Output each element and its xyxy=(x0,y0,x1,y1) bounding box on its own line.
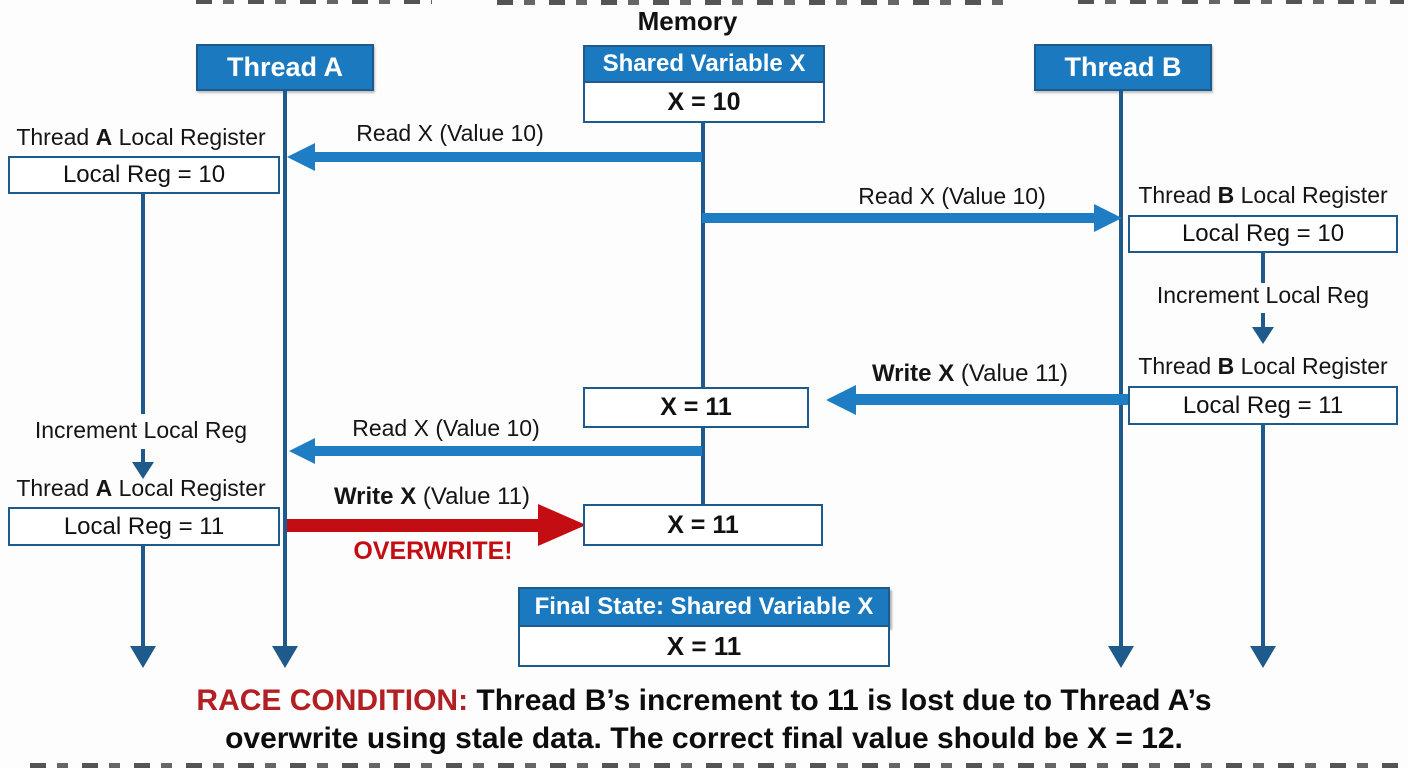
memory-x11-box-2: X = 11 xyxy=(583,504,823,546)
thread-b-register-lifeline-2 xyxy=(1261,425,1265,648)
final-state-header: Final State: Shared Variable X xyxy=(518,587,890,627)
write-b-label: Write X (Value 11) xyxy=(820,360,1120,388)
thread-b-register-arrowhead-icon xyxy=(1250,646,1276,668)
thread-b-register-label-1: Thread B Local Register xyxy=(1124,182,1402,209)
caption-line-1-rest: Thread B’s increment to 11 is lost due t… xyxy=(468,684,1212,717)
thread-a-register-label-1-prefix: Thread xyxy=(16,124,96,150)
thread-b-register-lifeline-1 xyxy=(1261,253,1265,283)
write-a-arrowhead-icon xyxy=(538,504,586,546)
screen-artifact-bottom xyxy=(30,763,1400,768)
memory-x11-box-1: X = 11 xyxy=(583,387,809,428)
thread-b-register-label-2-suffix: Local Register xyxy=(1234,353,1388,379)
thread-a-register-label-1-bold: A xyxy=(95,124,113,150)
thread-b-register-label-2-prefix: Thread xyxy=(1138,353,1218,379)
thread-b-register-label-1-suffix: Local Register xyxy=(1234,182,1388,208)
increment-a-arrow-stem xyxy=(141,449,145,464)
increment-b-arrowhead-icon xyxy=(1252,327,1274,344)
thread-a-register-lifeline-1 xyxy=(141,194,145,414)
thread-a-register-value-2: Local Reg = 11 xyxy=(8,507,280,546)
thread-b-lifeline xyxy=(1119,91,1123,647)
thread-b-register-label-2-bold: B xyxy=(1217,353,1235,379)
thread-a-register-arrowhead-icon xyxy=(130,646,156,668)
thread-a-register-label-2-suffix: Local Register xyxy=(112,475,266,501)
increment-b-label: Increment Local Reg xyxy=(1156,282,1370,308)
increment-a-arrowhead-icon xyxy=(132,462,154,479)
thread-b-header-box: Thread B xyxy=(1034,44,1212,91)
write-b-label-bold: Write X xyxy=(871,360,955,387)
caption: RACE CONDITION: Thread B’s increment to … xyxy=(0,682,1408,758)
caption-highlight: RACE CONDITION: xyxy=(196,684,469,717)
thread-b-register-label-1-prefix: Thread xyxy=(1138,182,1218,208)
final-state-value: X = 11 xyxy=(518,625,890,667)
read-a2-arrow-shaft xyxy=(313,446,702,456)
increment-b-arrow-stem xyxy=(1261,313,1265,329)
read-b-arrow-shaft xyxy=(702,213,1094,223)
thread-a-register-label-1-suffix: Local Register xyxy=(112,124,266,150)
thread-a-register-label-2-bold: A xyxy=(95,475,113,501)
read-b-arrowhead-icon xyxy=(1094,204,1122,232)
screen-artifact-top-2 xyxy=(497,0,1009,5)
read-a1-arrowhead-icon xyxy=(287,143,315,171)
read-a1-label: Read X (Value 10) xyxy=(356,120,544,146)
thread-a-register-label-2-prefix: Thread xyxy=(16,475,96,501)
thread-b-lifeline-arrowhead-icon xyxy=(1108,646,1134,668)
memory-lifeline-upper xyxy=(701,123,705,389)
write-a-arrow-shaft xyxy=(287,519,538,532)
shared-variable-header: Shared Variable X xyxy=(583,45,825,83)
thread-a-lifeline-arrowhead-icon xyxy=(272,646,298,668)
thread-b-register-value-1: Local Reg = 10 xyxy=(1128,215,1398,253)
write-a-label: Write X (Value 11) xyxy=(282,483,582,511)
memory-title: Memory xyxy=(637,6,738,36)
increment-a-label: Increment Local Reg xyxy=(34,417,248,443)
screen-artifact-top-3 xyxy=(1078,0,1404,4)
write-b-arrow-shaft xyxy=(854,394,1128,405)
thread-a-register-lifeline-2 xyxy=(141,546,145,648)
write-b-arrowhead-icon xyxy=(826,385,856,415)
write-a-label-bold: Write X xyxy=(333,483,417,510)
overwrite-warning: OVERWRITE! xyxy=(353,537,513,565)
thread-a-lifeline xyxy=(283,91,287,647)
read-a2-arrowhead-icon xyxy=(289,438,315,464)
thread-a-register-label-1: Thread A Local Register xyxy=(2,124,280,151)
caption-line-2: overwrite using stale data. The correct … xyxy=(225,722,1183,755)
read-a1-arrow-shaft xyxy=(313,152,702,162)
thread-b-register-label-2: Thread B Local Register xyxy=(1124,353,1402,380)
shared-variable-value: X = 10 xyxy=(583,81,825,123)
write-b-label-rest: (Value 11) xyxy=(954,360,1069,387)
thread-b-register-value-2: Local Reg = 11 xyxy=(1128,386,1398,425)
write-a-label-rest: (Value 11) xyxy=(416,483,531,510)
thread-a-header-box: Thread A xyxy=(196,44,374,91)
thread-a-register-value-1: Local Reg = 10 xyxy=(8,156,280,194)
read-a2-label: Read X (Value 10) xyxy=(352,415,540,441)
thread-a-register-label-2: Thread A Local Register xyxy=(2,475,280,502)
thread-b-register-label-1-bold: B xyxy=(1217,182,1235,208)
memory-lifeline-lower xyxy=(701,427,705,507)
read-b-label: Read X (Value 10) xyxy=(858,183,1046,209)
caption-line-1: RACE CONDITION: Thread B’s increment to … xyxy=(0,682,1408,720)
screen-artifact-top-1 xyxy=(196,0,432,4)
